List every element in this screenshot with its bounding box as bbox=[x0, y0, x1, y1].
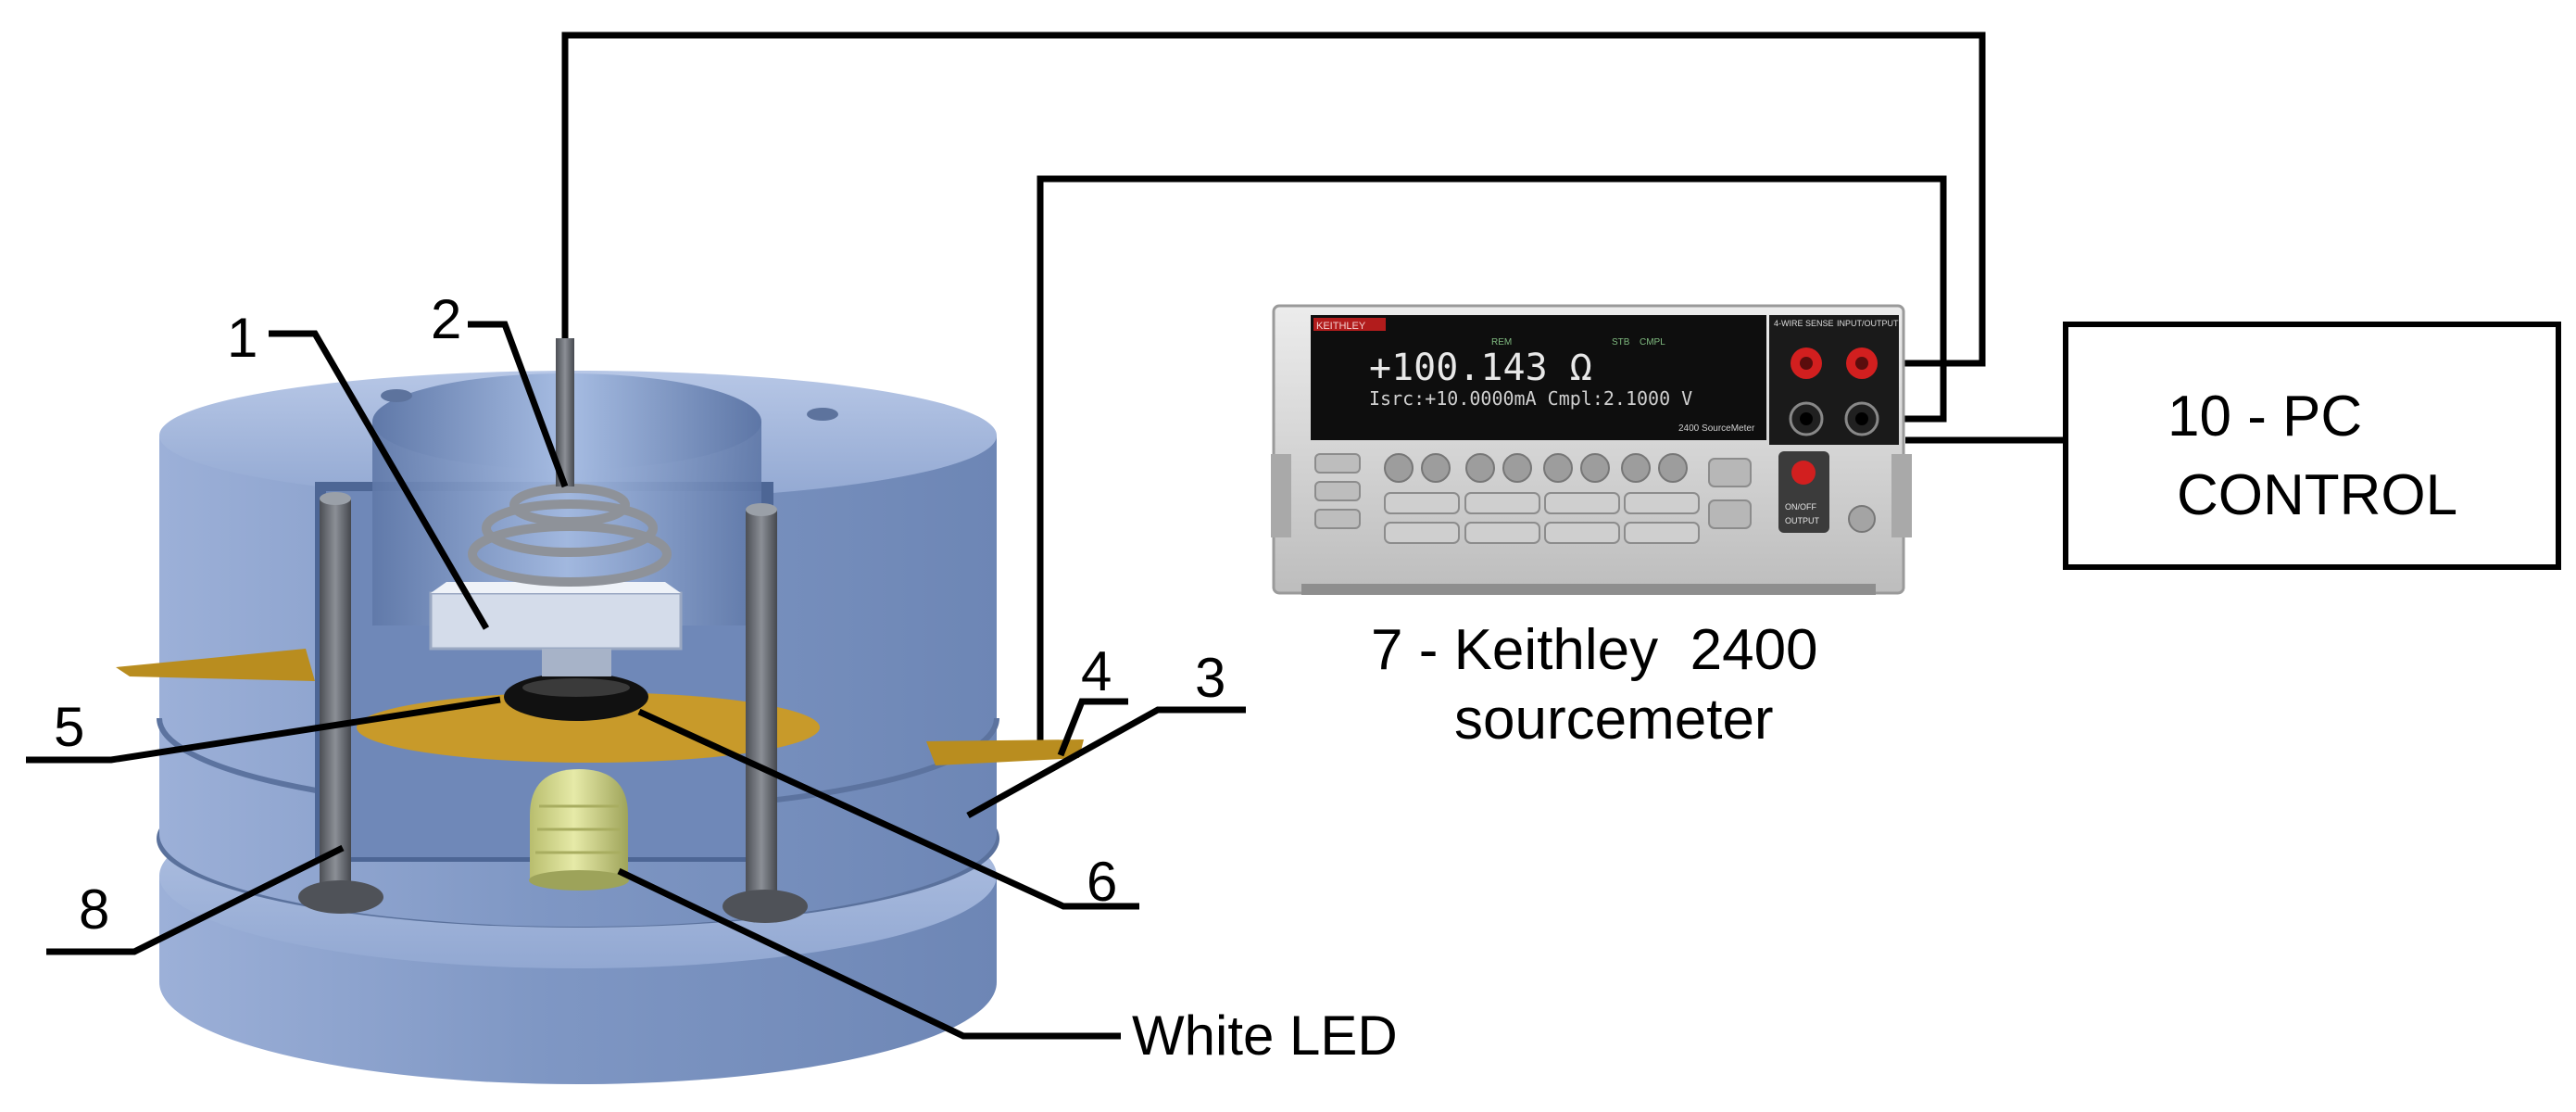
meter-status-line: Isrc:+10.0000mA Cmpl:2.1000 V bbox=[1369, 387, 1692, 410]
screw-post-right bbox=[723, 503, 808, 923]
meter-terminals bbox=[1789, 348, 1879, 436]
label-keithley-model: 7 - Keithley 2400 bbox=[1371, 618, 1818, 682]
label-white-led: White LED bbox=[1132, 1005, 1398, 1067]
pc-control-box bbox=[2063, 322, 2561, 570]
label-keithley-type: sourcemeter bbox=[1454, 688, 1774, 752]
meter-brand-badge bbox=[1313, 318, 1386, 331]
meter-keypad bbox=[1314, 453, 1752, 544]
mount-hole-left bbox=[381, 389, 412, 402]
meter-feet bbox=[1301, 584, 1876, 595]
label-pc-line2: CONTROL bbox=[2177, 463, 2457, 527]
meter-knob bbox=[1848, 505, 1876, 533]
meter-output-button bbox=[1778, 451, 1829, 533]
spiral-lead bbox=[556, 338, 574, 486]
gold-electrode-right bbox=[926, 739, 1084, 765]
o-ring-highlight bbox=[522, 678, 630, 697]
label-1: 1 bbox=[227, 307, 258, 369]
leader-5 bbox=[26, 696, 501, 764]
wire-electrode-to-meter bbox=[1037, 175, 1947, 741]
leader-1 bbox=[269, 330, 490, 630]
white-led-icon bbox=[529, 769, 629, 891]
label-2: 2 bbox=[431, 288, 461, 350]
meter-onoff-label: ON/OFF bbox=[1785, 502, 1816, 512]
meter-output-label: OUTPUT bbox=[1785, 516, 1820, 525]
meter-model: 2400 SourceMeter bbox=[1678, 423, 1755, 434]
sourcemeter-icon: KEITHLEY REM STB CMPL +100.143 Ω Isrc:+1… bbox=[1271, 304, 1912, 595]
meter-terminal-panel bbox=[1769, 315, 1899, 445]
meter-handle-right bbox=[1891, 454, 1912, 537]
leader-2 bbox=[468, 321, 569, 488]
label-8: 8 bbox=[79, 878, 109, 941]
meter-brand: KEITHLEY bbox=[1316, 321, 1366, 332]
meter-handle-left bbox=[1271, 454, 1291, 537]
leader-8 bbox=[46, 844, 345, 955]
label-3: 3 bbox=[1195, 647, 1225, 709]
label-5: 5 bbox=[54, 696, 84, 758]
mount-hole-right bbox=[807, 408, 838, 421]
connection-wires bbox=[561, 32, 2066, 741]
meter-terminal-sense: 4-WIRE SENSE bbox=[1774, 319, 1834, 328]
label-4: 4 bbox=[1081, 640, 1112, 702]
leader-lines bbox=[26, 321, 1246, 1040]
meter-flag-rem: REM bbox=[1491, 337, 1512, 348]
gold-electrode-left bbox=[116, 649, 315, 681]
meter-terminal-io: INPUT/OUTPUT bbox=[1837, 319, 1899, 328]
leader-4 bbox=[1057, 698, 1128, 757]
spiral-contact-icon bbox=[468, 484, 672, 587]
leader-3 bbox=[966, 706, 1246, 819]
label-pc-line1: 10 - PC bbox=[2168, 385, 2362, 449]
sample-holder bbox=[116, 338, 1084, 1084]
leader-led bbox=[617, 867, 1121, 1040]
meter-display bbox=[1311, 315, 1766, 440]
leader-6 bbox=[637, 708, 1139, 910]
gold-electrode-disc bbox=[357, 692, 820, 763]
sample-plate-top bbox=[431, 582, 681, 593]
meter-flag-cmpl: CMPL bbox=[1640, 337, 1665, 348]
meter-reading: +100.143 Ω bbox=[1369, 347, 1592, 389]
o-ring-support bbox=[542, 649, 611, 676]
labels: 1 2 3 4 5 6 8 White LED 7 - Keithley 240… bbox=[54, 288, 2457, 1067]
meter-flag-stb: STB bbox=[1612, 337, 1630, 348]
screw-post-left bbox=[298, 492, 383, 914]
meter-output-led bbox=[1791, 461, 1816, 485]
label-6: 6 bbox=[1087, 851, 1117, 913]
